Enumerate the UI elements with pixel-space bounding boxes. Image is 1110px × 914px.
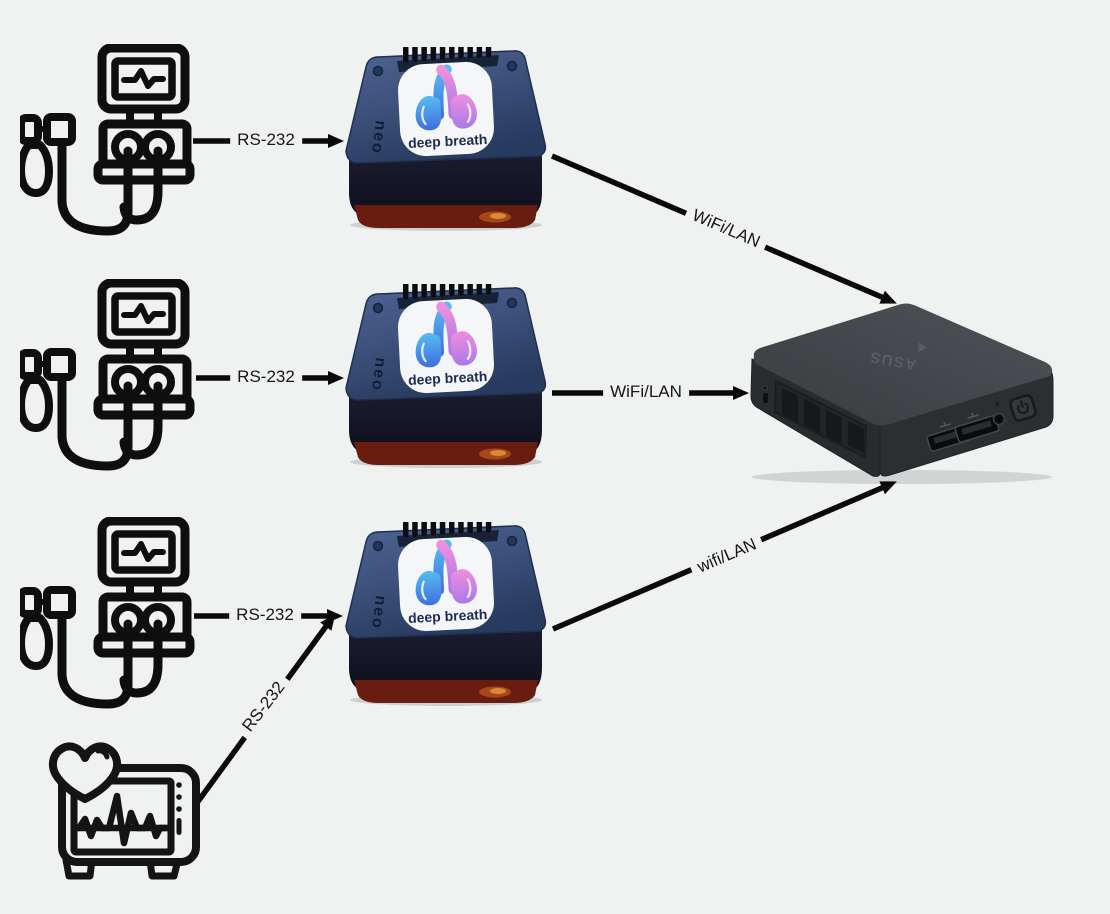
connection-label-rs232-2: RS-232 [230,366,302,388]
nuc-vent-grille [773,379,868,459]
usb-port-2[interactable] [952,407,1000,443]
usb-icon [967,412,980,420]
power-button[interactable] [1009,394,1037,422]
ventilator-node-1 [20,44,195,239]
monitor-buttons [176,782,182,835]
gateway-node-1 [343,47,548,232]
mini-pc-node: ASUS [750,303,1054,484]
kensington-lock-slot [762,385,768,403]
heart-icon [48,742,122,803]
nuc-top-face [753,303,1053,426]
heart-monitor-node [48,742,200,880]
gateway-node-3 [343,522,548,707]
ventilator-node-2 [20,279,195,474]
ecg-waveform [75,792,170,847]
ventilator-node-3 [20,517,195,712]
gateway-node-2 [343,284,548,469]
asus-logo-mark [918,342,927,352]
heart-monitor-icon [48,742,200,880]
connection-label-rs232-3: RS-232 [229,604,301,626]
mic-hole [995,402,999,406]
connection-label-rs232-1: RS-232 [230,129,302,151]
power-icon [1016,400,1030,415]
audio-jack-hole [997,417,1001,421]
asus-nuc-mini-pc: ASUS [750,303,1054,484]
connection-label-wifi-lan-2: WiFi/LAN [603,381,689,403]
heart-detail [95,748,110,760]
nuc-shadow [752,470,1052,484]
usb-icon [939,421,952,429]
